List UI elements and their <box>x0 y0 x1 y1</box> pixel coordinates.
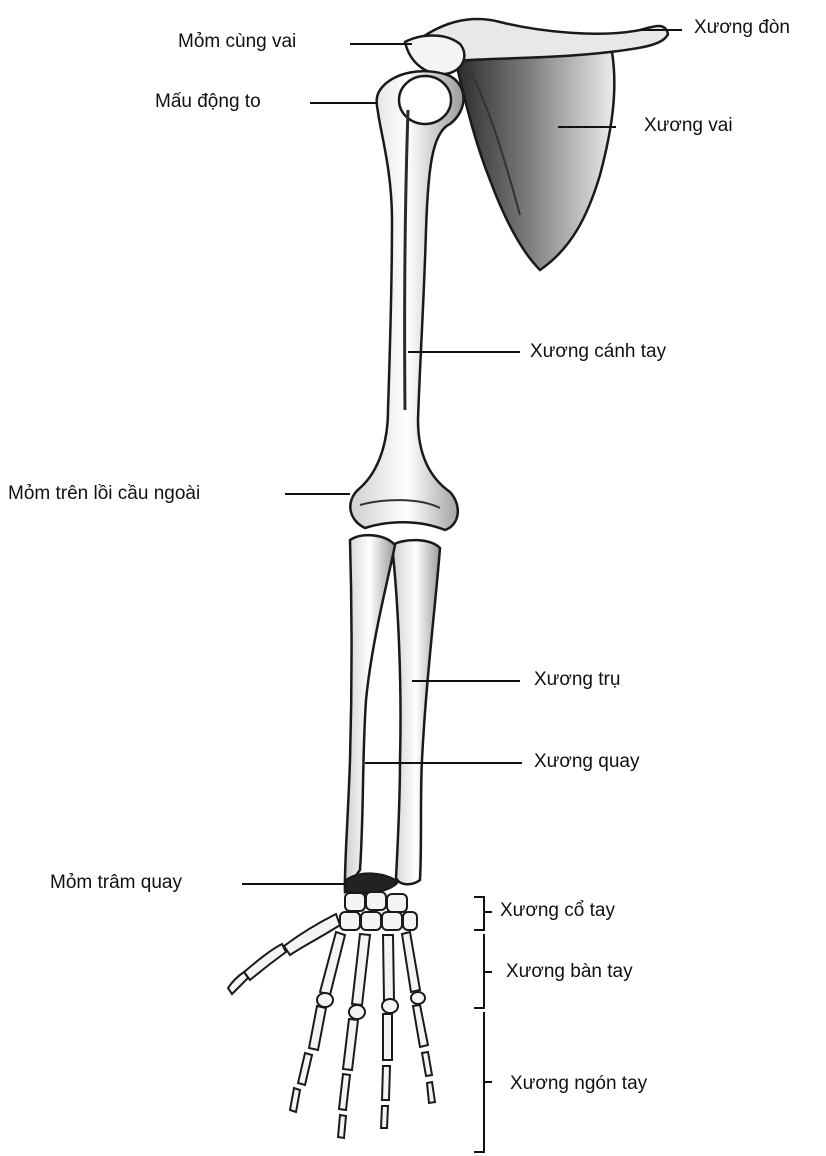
label-greater-tubercle: Mấu động to <box>155 92 261 111</box>
hand-bones <box>228 892 435 1138</box>
humerus-bone <box>350 71 463 530</box>
label-clavicle: Xương đòn <box>694 18 790 37</box>
label-humerus: Xương cánh tay <box>530 342 666 361</box>
bracket-carpals <box>474 897 492 930</box>
label-radius: Xương quay <box>534 752 639 771</box>
bracket-phalanges <box>474 1012 492 1152</box>
label-lateral-epicondyle: Mỏm trên lồi cầu ngoài <box>8 484 200 503</box>
radius-bone <box>345 535 398 893</box>
label-acromion: Mỏm cùng vai <box>178 32 296 51</box>
ulna-bone <box>392 540 440 884</box>
acromion-bone <box>405 36 464 75</box>
label-phalanges: Xương ngón tay <box>510 1074 647 1093</box>
label-ulna: Xương trụ <box>534 670 620 689</box>
scapula-bone <box>455 49 614 270</box>
leader-lines <box>242 30 682 1152</box>
label-radial-styloid: Mỏm trâm quay <box>50 873 182 892</box>
label-carpals: Xương cổ tay <box>500 901 615 920</box>
label-metacarpals: Xương bàn tay <box>506 962 633 981</box>
label-scapula: Xương vai <box>644 116 733 135</box>
bracket-metacarpals <box>474 934 492 1008</box>
